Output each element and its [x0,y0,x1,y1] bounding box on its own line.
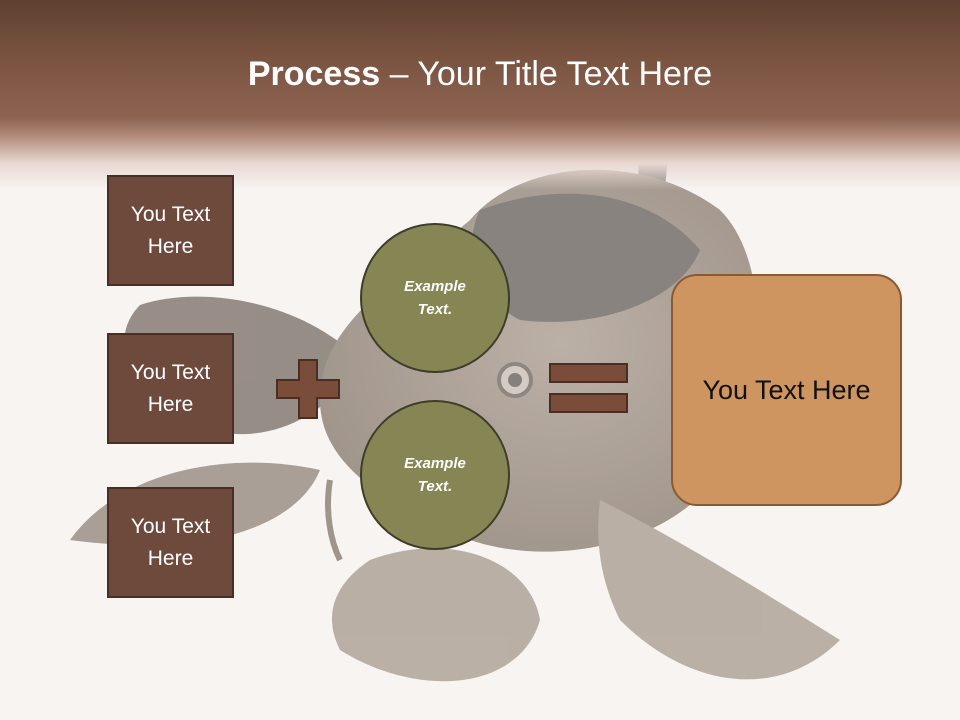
input-box-label: You Text Here [130,360,211,416]
slide-title[interactable]: Process – Your Title Text Here [0,52,960,96]
result-label: You Text Here [702,374,871,405]
input-box-label: You Text Here [130,202,211,258]
equals-bar-top [549,363,628,383]
input-box-1[interactable]: You Text Here [107,175,234,286]
plus-icon [276,359,340,419]
example-circle-1[interactable]: Example Text. [360,223,510,373]
input-box-label: You Text Here [130,514,211,570]
title-strong: Process [247,55,381,93]
input-box-2[interactable]: You Text Here [107,333,234,444]
circle-label: Example Text. [404,455,466,495]
header-band [0,0,960,190]
input-box-3[interactable]: You Text Here [107,487,234,598]
circle-label: Example Text. [404,278,466,318]
result-box[interactable]: You Text Here [671,274,902,506]
title-rest: – Your Title Text Here [380,55,713,93]
example-circle-2[interactable]: Example Text. [360,400,510,550]
equals-bar-bottom [549,393,628,413]
